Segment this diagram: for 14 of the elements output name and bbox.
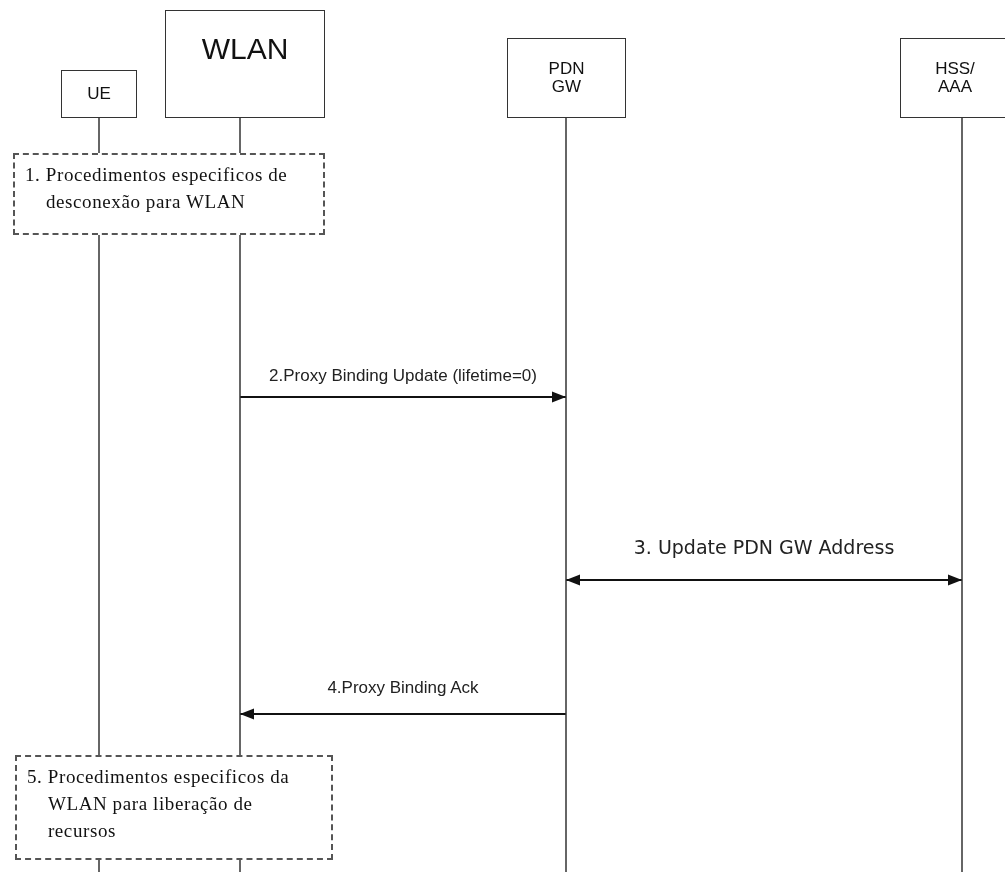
- note-text: 5. Procedimentos especificos da WLAN para liberação de recursos: [27, 765, 291, 843]
- edge-label: 2.Proxy Binding Update (lifetime=0): [269, 366, 537, 386]
- note-box: [13, 153, 325, 235]
- edge-label: 3. Update PDN GW Address: [633, 536, 895, 558]
- arrow: [239, 708, 567, 720]
- participant-box: PDN GW: [507, 38, 626, 118]
- participant-box: HSS/ AAA: [900, 38, 1005, 118]
- participant-box: UE: [61, 70, 137, 118]
- note-text: 1. Procedimentos especificos de desconexão para WLAN: [25, 163, 289, 214]
- edge-label: 4.Proxy Binding Ack: [327, 678, 479, 698]
- arrow: [565, 574, 963, 586]
- arrow: [239, 391, 567, 403]
- participant-box: WLAN: [165, 10, 325, 118]
- note-box: [15, 755, 333, 860]
